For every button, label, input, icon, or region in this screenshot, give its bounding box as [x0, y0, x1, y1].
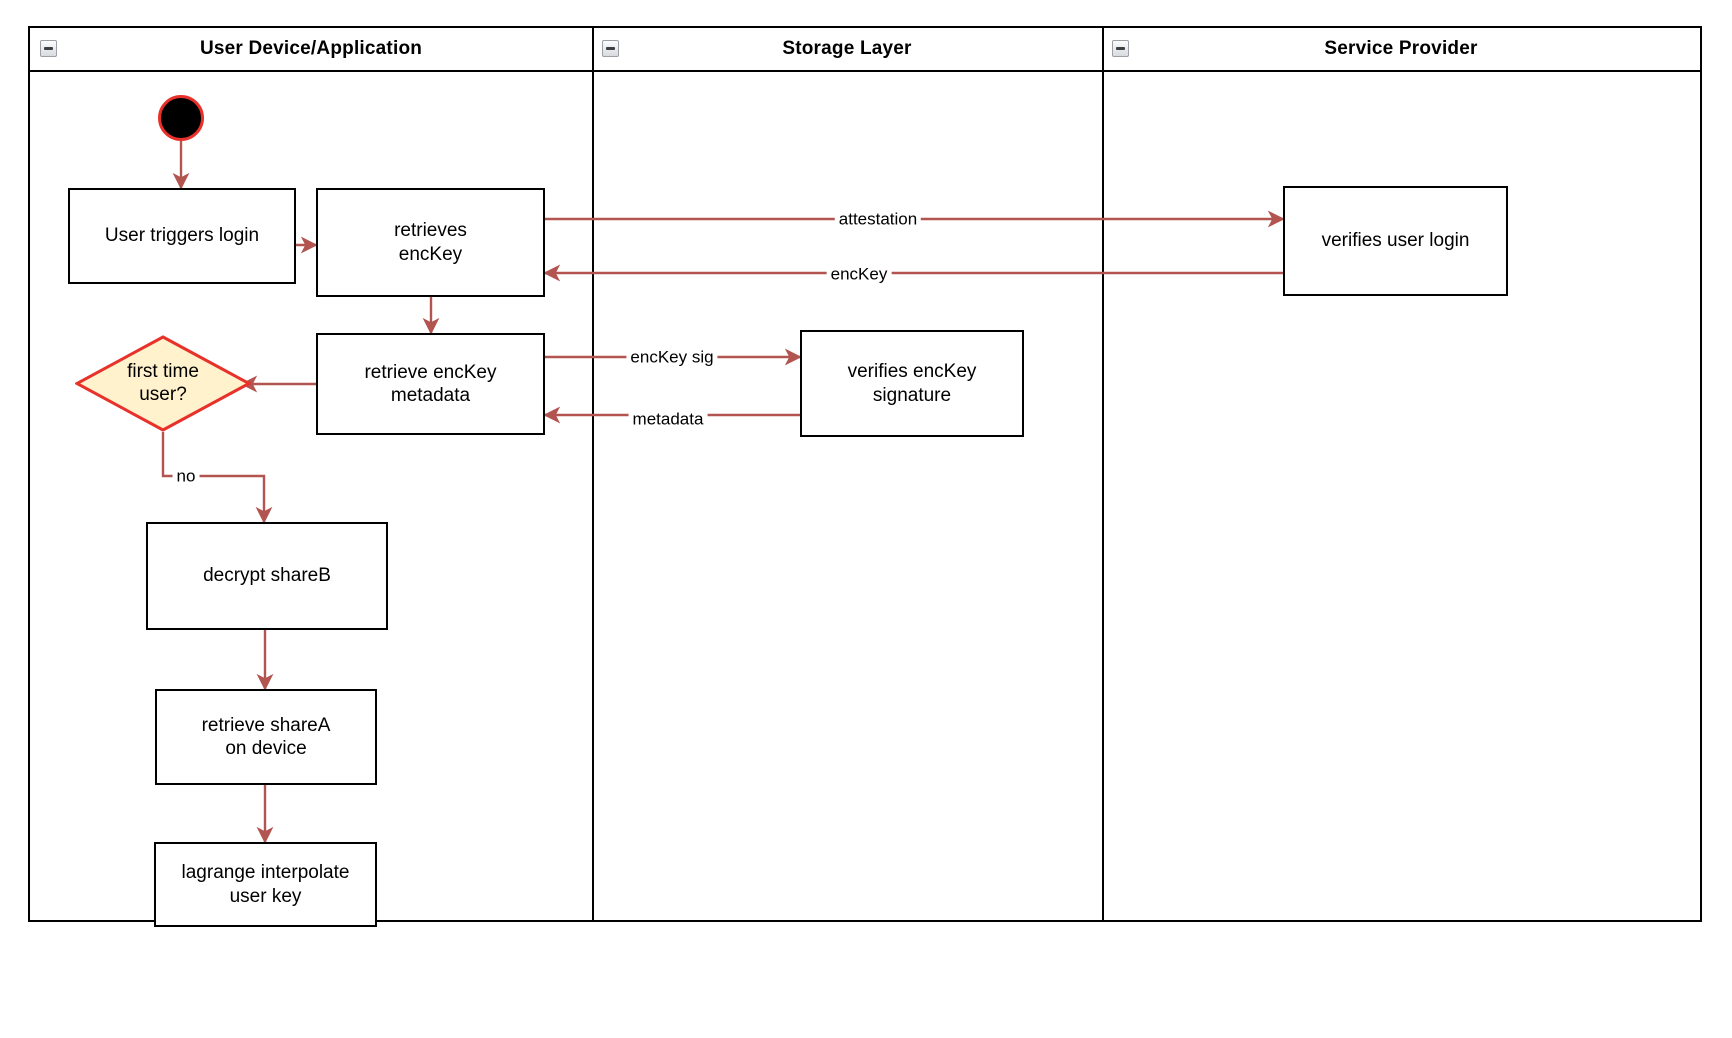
node-verifies-user-login[interactable]: verifies user login: [1283, 186, 1508, 296]
edge-label-enckey: encKey: [826, 265, 892, 283]
node-decrypt-shareb[interactable]: decrypt shareB: [146, 522, 388, 630]
edge-label-attestation: attestation: [834, 210, 922, 228]
lane-header-service-provider: Service Provider: [1102, 28, 1700, 72]
lane-user-device: [30, 28, 592, 920]
swimlane-pool: User Device/Application Storage Layer Se…: [28, 26, 1702, 922]
start-node: [158, 95, 204, 141]
lane-header-storage: Storage Layer: [592, 28, 1102, 72]
lane-divider-1: [592, 28, 594, 920]
lane-title-service-provider: Service Provider: [1324, 38, 1478, 59]
collapse-minus-icon[interactable]: [1112, 40, 1129, 57]
edge-label-no: no: [172, 467, 200, 485]
node-first-time-user[interactable]: first time user?: [75, 335, 251, 432]
lane-divider-2: [1102, 28, 1104, 920]
node-retrieves-enckey[interactable]: retrieves encKey: [316, 188, 545, 297]
node-lagrange-interpolate-user-key[interactable]: lagrange interpolate user key: [154, 842, 377, 927]
lane-title-storage: Storage Layer: [782, 38, 912, 59]
collapse-minus-icon[interactable]: [40, 40, 57, 57]
lane-storage: [592, 28, 1102, 920]
decision-diamond-shape: [75, 335, 251, 432]
edge-label-metadata: metadata: [628, 410, 708, 428]
lane-title-user-device: User Device/Application: [199, 38, 423, 59]
node-user-triggers-login[interactable]: User triggers login: [68, 188, 296, 284]
collapse-minus-icon[interactable]: [602, 40, 619, 57]
lane-service-provider: [1102, 28, 1700, 920]
node-verifies-enckey-signature[interactable]: verifies encKey signature: [800, 330, 1024, 437]
node-retrieve-sharea-on-device[interactable]: retrieve shareA on device: [155, 689, 377, 785]
node-retrieve-enckey-metadata[interactable]: retrieve encKey metadata: [316, 333, 545, 435]
lane-header-user-device: User Device/Application: [30, 28, 592, 72]
edge-label-enckey-sig: encKey sig: [626, 348, 718, 366]
